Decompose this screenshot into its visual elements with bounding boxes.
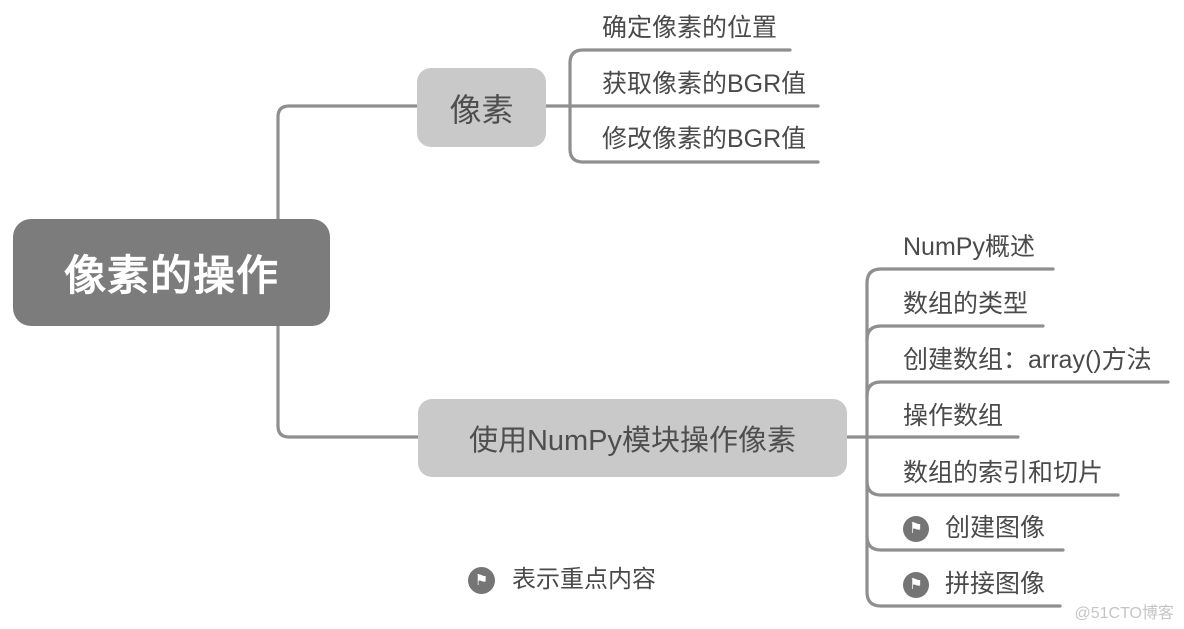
leaf-modify-bgr[interactable]: 修改像素的BGR值 <box>602 125 807 153</box>
connector-numpy-leaf2 <box>865 324 1045 342</box>
connector-root-to-numpy <box>276 325 420 439</box>
connector-numpy-leaf6 <box>865 534 1065 552</box>
flag-icon: ⚑ <box>468 566 495 594</box>
leaf-pixel-position[interactable]: 确定像素的位置 <box>602 14 778 42</box>
leaf-concat-image-label: 拼接图像 <box>945 570 1046 598</box>
leaf-create-image-label: 创建图像 <box>945 514 1046 542</box>
leaf-get-bgr[interactable]: 获取像素的BGR值 <box>602 70 807 98</box>
branch-topic-pixel-label: 像素 <box>449 91 514 128</box>
connector-pixel-bracket <box>568 48 820 164</box>
branch-topic-numpy-label: 使用NumPy模块操作像素 <box>468 425 797 457</box>
root-topic[interactable]: 像素的操作 <box>13 219 330 326</box>
legend: ⚑ 表示重点内容 <box>468 566 656 594</box>
branch-topic-numpy[interactable]: 使用NumPy模块操作像素 <box>418 399 847 477</box>
leaf-create-array[interactable]: 创建数组：array()方法 <box>903 346 1152 374</box>
leaf-numpy-overview[interactable]: NumPy概述 <box>903 233 1035 261</box>
connector-numpy-leaf3 <box>865 380 1170 398</box>
branch-topic-pixel[interactable]: 像素 <box>417 68 546 147</box>
leaf-operate-array[interactable]: 操作数组 <box>903 402 1004 430</box>
leaf-array-types[interactable]: 数组的类型 <box>903 290 1029 318</box>
connector-root-to-pixel <box>276 104 419 221</box>
root-topic-label: 像素的操作 <box>63 252 279 299</box>
leaf-concat-image[interactable]: ⚑ 拼接图像 <box>903 568 1045 601</box>
watermark: @51CTO博客 <box>1074 605 1174 622</box>
connector-numpy-bracket <box>865 267 1062 608</box>
leaf-create-image[interactable]: ⚑ 创建图像 <box>903 512 1045 545</box>
connector-numpy-leaf5 <box>865 479 1120 497</box>
legend-label: 表示重点内容 <box>512 566 656 593</box>
flag-icon: ⚑ <box>903 571 929 598</box>
flag-icon: ⚑ <box>903 515 929 542</box>
leaf-index-slice[interactable]: 数组的索引和切片 <box>903 459 1104 487</box>
